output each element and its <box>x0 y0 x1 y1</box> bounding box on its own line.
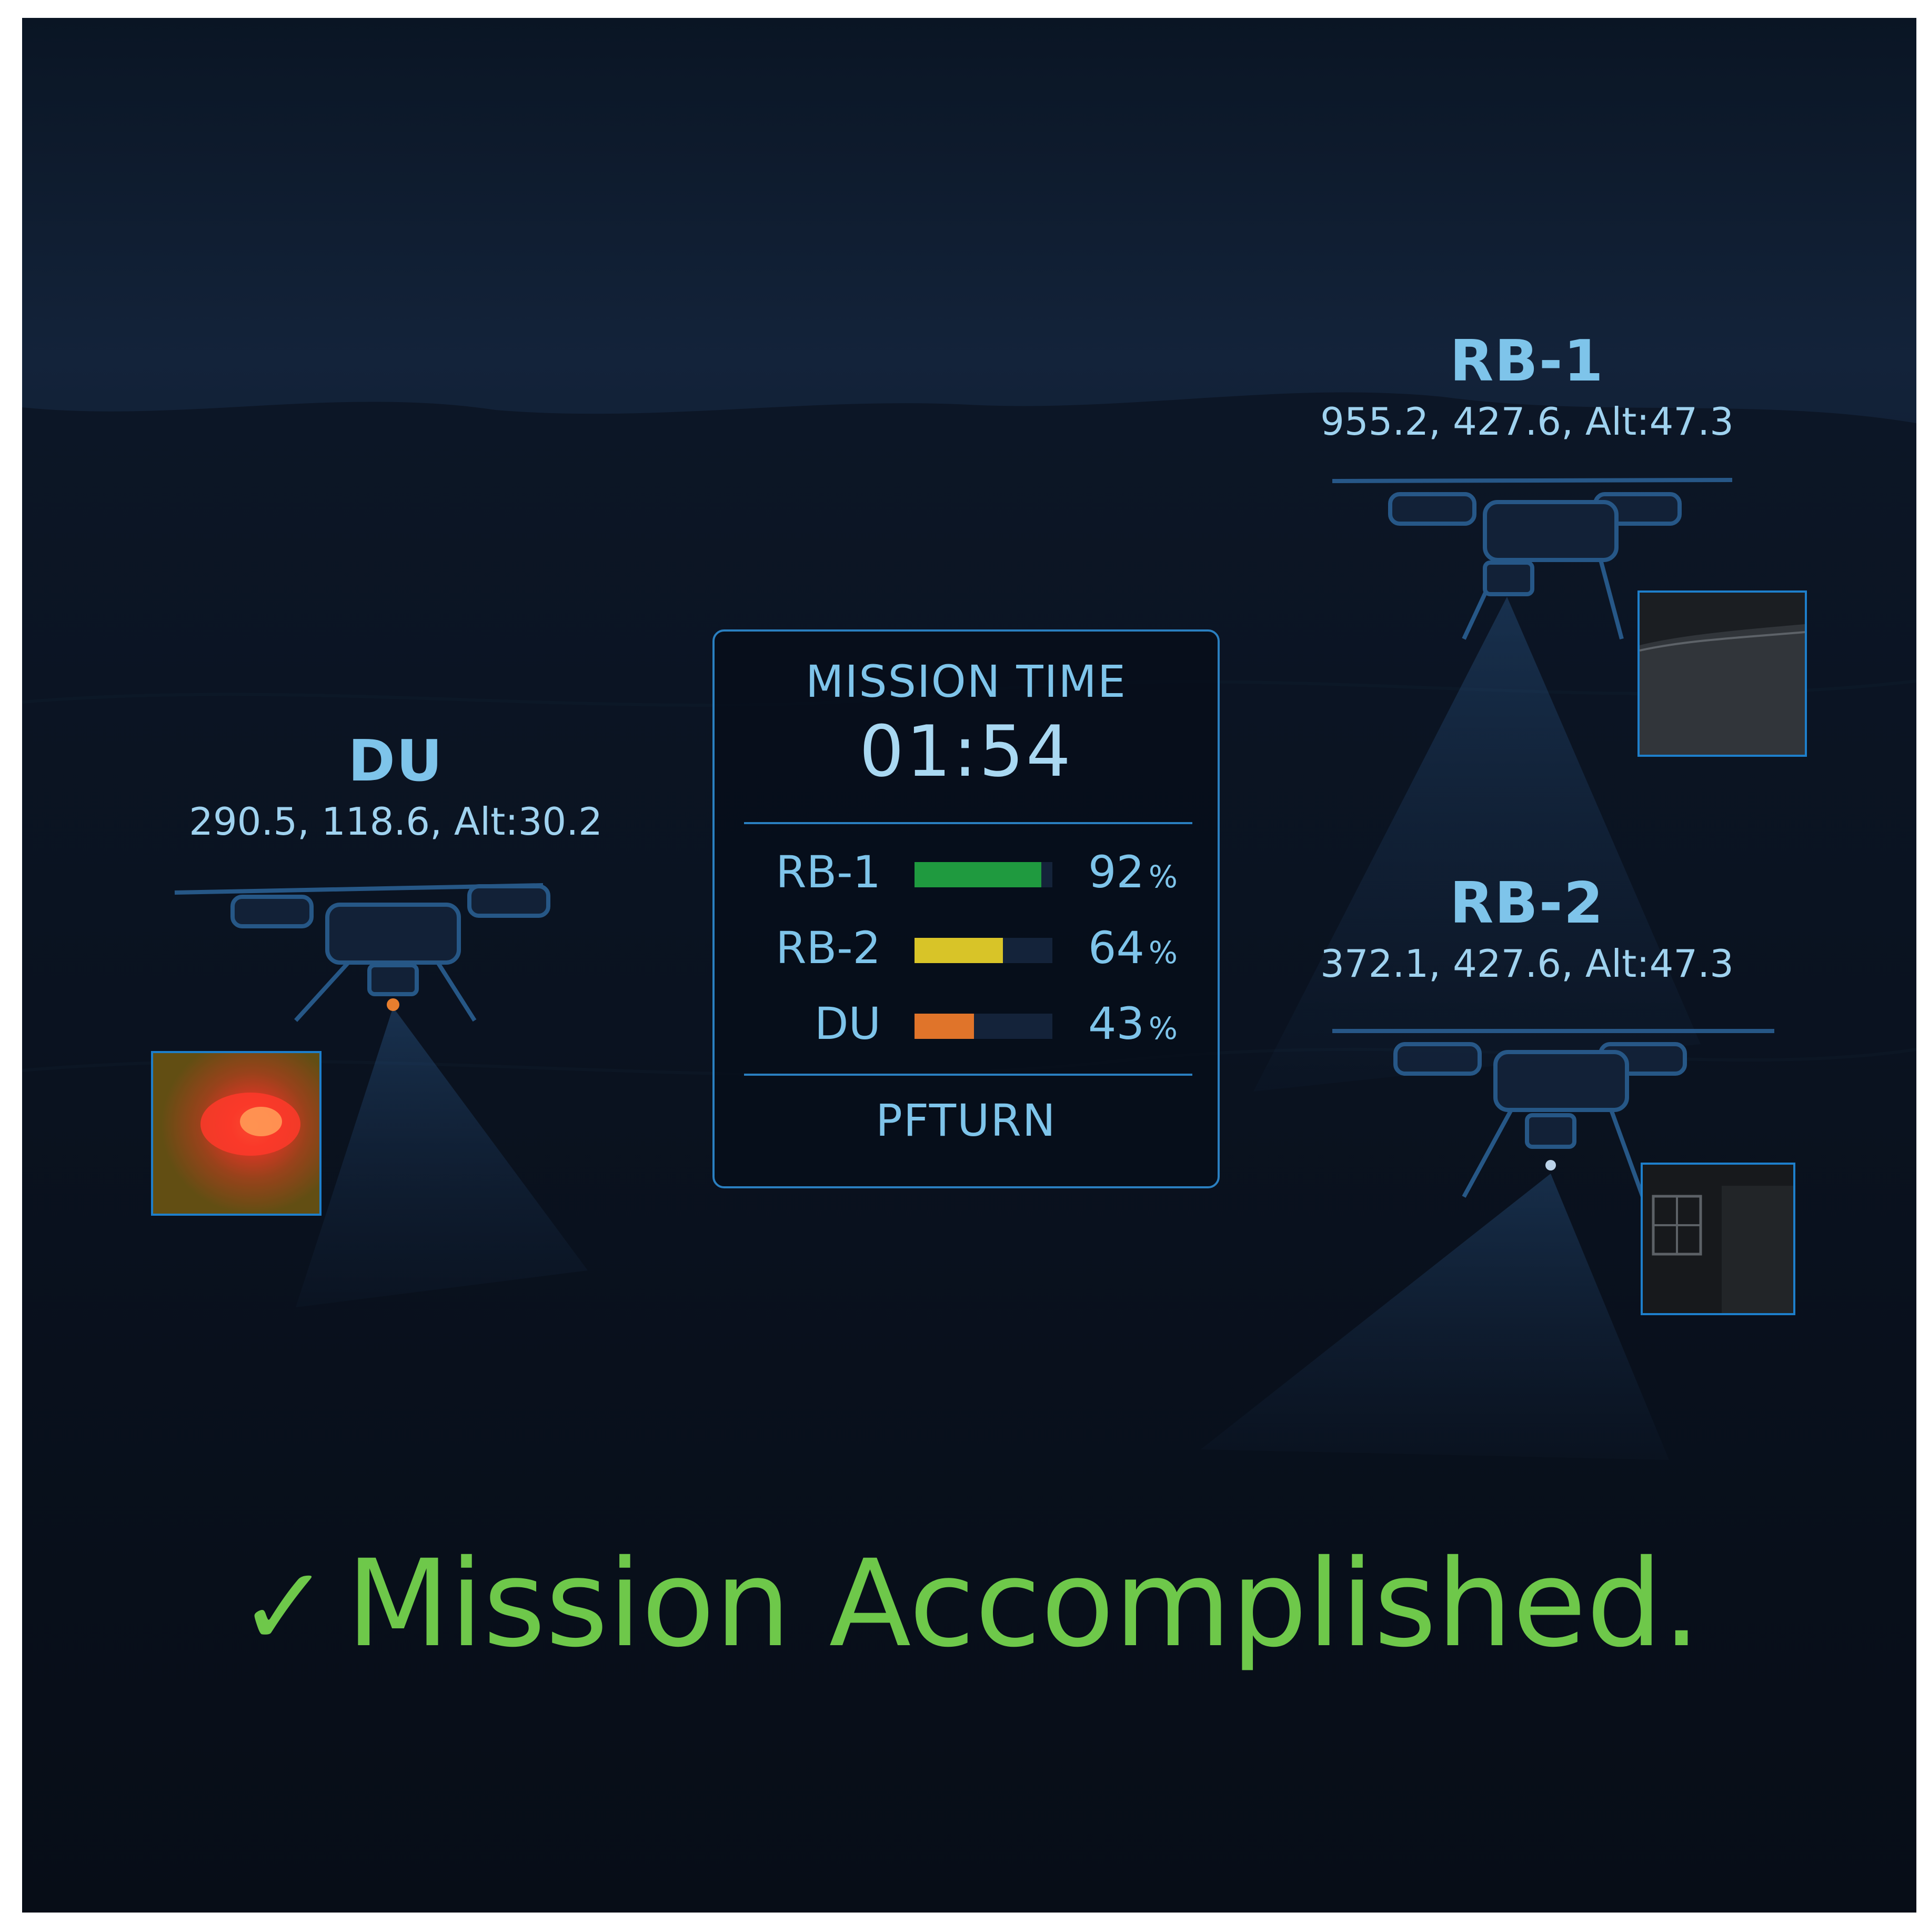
battery-value: 43% <box>1088 998 1178 1049</box>
du-coordinates: 290.5, 118.6, Alt:30.2 <box>189 799 602 844</box>
du-label: DU 290.5, 118.6, Alt:30.2 <box>159 728 632 844</box>
mission-status-panel: MISSION TIME 01:54 RB-1 92% RB-2 64% DU … <box>712 629 1220 1188</box>
battery-bar-fill <box>915 862 1042 887</box>
rb2-drone-icon <box>1332 1029 1774 1198</box>
du-drone-icon <box>174 883 550 1022</box>
battery-bar-track <box>915 1014 1052 1039</box>
rb2-name: RB-2 <box>1450 870 1604 936</box>
battery-bar-fill <box>915 1014 974 1039</box>
battery-value: 92% <box>1088 846 1178 898</box>
rb1-name: RB-1 <box>1450 328 1604 394</box>
rb1-coordinates: 955.2, 427.6, Alt:47.3 <box>1320 399 1734 444</box>
mission-timer: 01:54 <box>859 710 1073 793</box>
panel-footer-status: PFTURN <box>876 1095 1057 1146</box>
battery-bar-fill <box>915 938 1003 963</box>
rb2-coordinates: 372.1, 427.6, Alt:47.3 <box>1320 942 1734 986</box>
battery-row-rb2: RB-2 64% <box>715 922 1218 980</box>
night-vision-image <box>1640 593 1805 755</box>
mission-status-message: Mission Accomplished. <box>346 1534 1701 1674</box>
mission-accomplished-banner: ✓Mission Accomplished. <box>22 1534 1916 1674</box>
du-name: DU <box>348 728 444 794</box>
battery-bar-track <box>915 938 1052 963</box>
rb2-camera-feed[interactable] <box>1641 1163 1795 1315</box>
checkmark-icon: ✓ <box>238 1543 331 1671</box>
panel-divider <box>744 1074 1192 1076</box>
rb2-camera-beam <box>1201 1174 1669 1460</box>
rb2-label: RB-2 372.1, 427.6, Alt:47.3 <box>1285 870 1769 986</box>
battery-bar-track <box>915 862 1052 887</box>
du-thermal-feed[interactable] <box>151 1051 322 1216</box>
night-vision-image <box>1643 1165 1793 1313</box>
battery-label: RB-1 <box>776 846 881 898</box>
rb1-camera-beam <box>1253 597 1701 1092</box>
battery-label: RB-2 <box>776 922 881 974</box>
rb1-drone-icon <box>1332 478 1733 640</box>
mission-time-title: MISSION TIME <box>806 656 1127 707</box>
rb1-label: RB-1 955.2, 427.6, Alt:47.3 <box>1285 328 1769 444</box>
thermal-image <box>153 1053 319 1214</box>
battery-row-du: DU 43% <box>715 998 1218 1056</box>
mission-scene: DU 290.5, 118.6, Alt:30.2 RB-1 955.2, 42… <box>22 18 1916 1913</box>
rb1-camera-feed[interactable] <box>1637 590 1807 757</box>
battery-row-rb1: RB-1 92% <box>715 846 1218 904</box>
panel-divider <box>744 822 1192 824</box>
du-camera-beam <box>296 1007 588 1307</box>
battery-value: 64% <box>1088 922 1178 974</box>
battery-label: DU <box>814 998 881 1049</box>
